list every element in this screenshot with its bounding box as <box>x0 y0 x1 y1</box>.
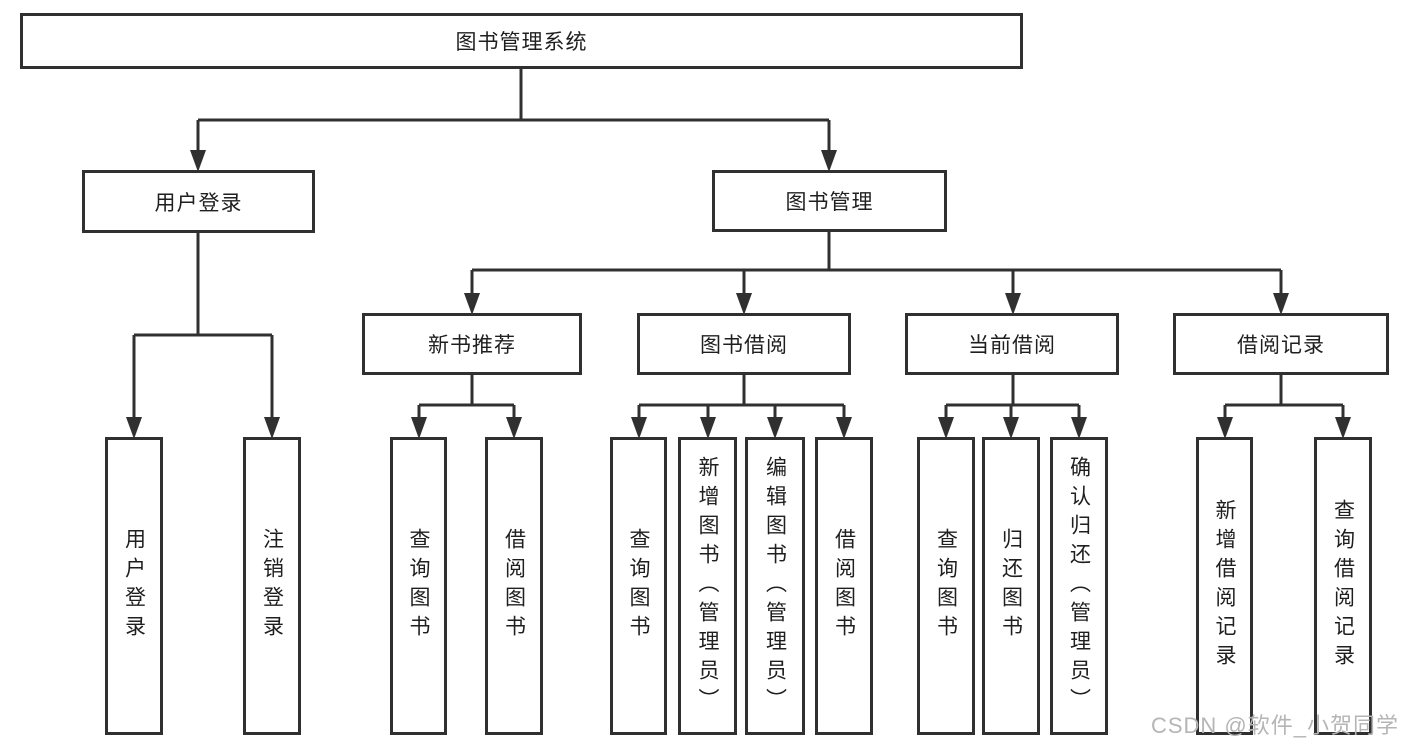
node-user-login-label: 用户登录 <box>154 191 243 215</box>
node-book-borrow: 图书借阅 <box>637 313 851 375</box>
leaf-query-book-borrow-label: 查询图书 <box>627 528 651 644</box>
node-root: 图书管理系统 <box>20 13 1023 69</box>
leaf-add-borrow-record: 新增借阅记录 <box>1196 437 1253 735</box>
arrowheads <box>126 150 1351 439</box>
node-current-borrow-label: 当前借阅 <box>968 334 1056 357</box>
leaf-query-book-recommend: 查询图书 <box>390 437 447 735</box>
leaf-edit-book-admin-label: 编辑图书（管理员） <box>763 455 787 717</box>
leaf-add-book-admin-label: 新增图书（管理员） <box>696 455 720 717</box>
leaf-add-borrow-record-label: 新增借阅记录 <box>1213 499 1237 673</box>
leaf-user-login-label: 用户登录 <box>122 528 146 644</box>
leaf-confirm-return-admin: 确认归还（管理员） <box>1050 437 1108 735</box>
leaf-query-borrow-record: 查询借阅记录 <box>1314 437 1372 735</box>
node-root-label: 图书管理系统 <box>455 31 588 54</box>
leaf-confirm-return-admin-label: 确认归还（管理员） <box>1067 455 1091 717</box>
leaf-borrow-book-recommend: 借阅图书 <box>485 437 543 735</box>
node-book-management-label: 图书管理 <box>785 191 874 214</box>
csdn-watermark: CSDN @软件_小贺同学 <box>1150 713 1399 738</box>
leaf-borrow-book: 借阅图书 <box>815 437 873 735</box>
node-borrow-record: 借阅记录 <box>1173 313 1389 375</box>
leaf-return-book-label: 归还图书 <box>999 528 1023 644</box>
leaf-query-book-borrow: 查询图书 <box>610 437 667 735</box>
leaf-logout: 注销登录 <box>243 437 301 735</box>
node-new-book-recommend-label: 新书推荐 <box>428 334 516 357</box>
leaf-return-book: 归还图书 <box>982 437 1040 735</box>
leaf-query-book-current-label: 查询图书 <box>934 528 958 644</box>
leaf-borrow-book-recommend-label: 借阅图书 <box>502 528 526 644</box>
node-borrow-record-label: 借阅记录 <box>1237 334 1325 357</box>
node-book-borrow-label: 图书借阅 <box>700 334 788 357</box>
node-book-management: 图书管理 <box>712 170 947 232</box>
leaf-query-borrow-record-label: 查询借阅记录 <box>1331 499 1355 673</box>
leaf-borrow-book-label: 借阅图书 <box>832 528 856 644</box>
leaf-query-book-current: 查询图书 <box>917 437 975 735</box>
leaf-query-book-recommend-label: 查询图书 <box>407 528 431 644</box>
node-user-login: 用户登录 <box>82 170 315 233</box>
node-current-borrow: 当前借阅 <box>905 313 1119 375</box>
leaf-user-login: 用户登录 <box>105 437 163 735</box>
leaf-add-book-admin: 新增图书（管理员） <box>678 437 737 735</box>
leaf-edit-book-admin: 编辑图书（管理员） <box>745 437 805 735</box>
node-new-book-recommend: 新书推荐 <box>362 313 582 375</box>
leaf-logout-label: 注销登录 <box>260 528 284 644</box>
